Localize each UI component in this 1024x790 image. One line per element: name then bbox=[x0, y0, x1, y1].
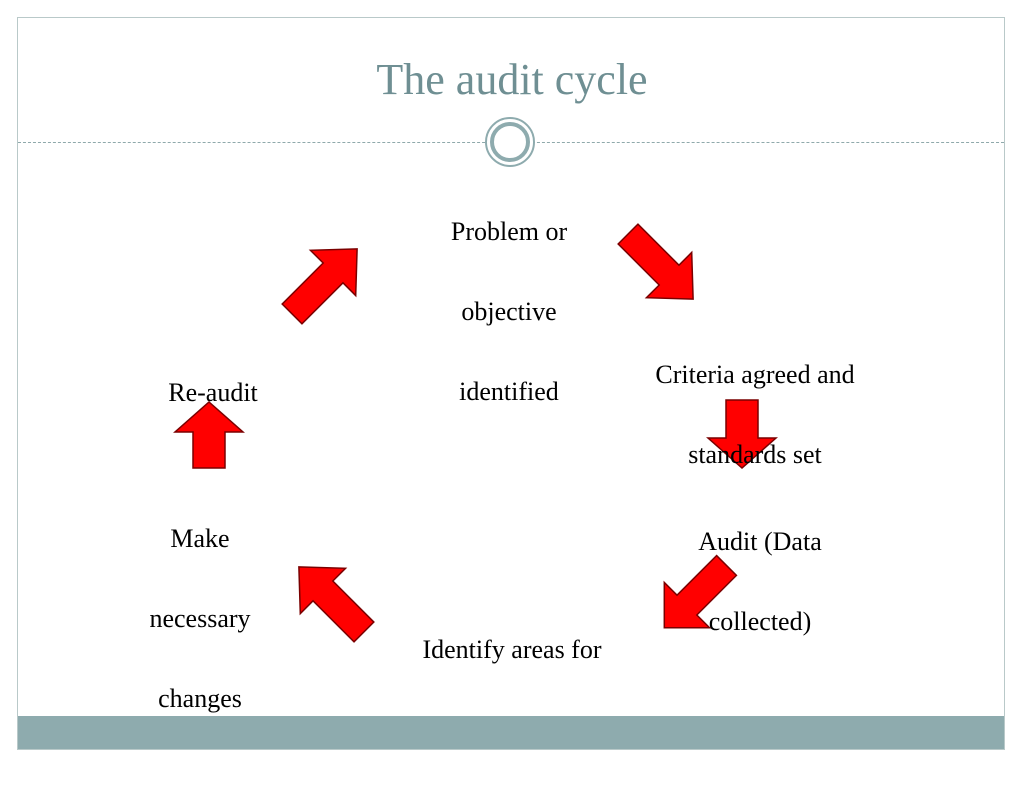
step-identify-line-1: Identify areas for bbox=[422, 635, 602, 664]
circle-ornament-icon bbox=[485, 117, 535, 167]
step-reaudit-line-1: Re-audit bbox=[168, 378, 258, 407]
step-reaudit: Re-audit bbox=[130, 333, 296, 453]
step-criteria-line-1: Criteria agreed and bbox=[655, 360, 855, 389]
step-audit: Audit (Data collected) bbox=[640, 482, 880, 682]
arrow-criteria-to-audit bbox=[706, 399, 778, 470]
step-changes-line-3: changes bbox=[158, 684, 242, 713]
step-criteria: Criteria agreed and standards set bbox=[610, 315, 900, 515]
cycle-arrows bbox=[173, 223, 778, 643]
footer-band bbox=[18, 716, 1004, 749]
arrow-reaudit-to-problem bbox=[281, 248, 358, 325]
step-changes-line-1: Make bbox=[170, 524, 230, 553]
arrow-changes-to-reaudit bbox=[173, 400, 245, 469]
step-problem-line-3: identified bbox=[459, 377, 559, 406]
step-problem-line-2: objective bbox=[461, 297, 557, 326]
step-changes: Make necessary changes bbox=[112, 479, 288, 759]
step-criteria-line-2: standards set bbox=[688, 440, 822, 469]
arrow-audit-to-identify bbox=[663, 554, 738, 629]
step-audit-line-1: Audit (Data bbox=[698, 527, 822, 556]
step-problem: Problem or objective identified bbox=[398, 172, 620, 452]
slide-title: The audit cycle bbox=[376, 55, 648, 104]
arrow-identify-to-changes bbox=[298, 566, 375, 643]
step-identify: Identify areas for improvement bbox=[376, 590, 648, 790]
step-audit-line-2: collected) bbox=[708, 607, 812, 636]
arrow-problem-to-criteria bbox=[617, 223, 694, 300]
step-changes-line-2: necessary bbox=[149, 604, 251, 633]
step-problem-line-1: Problem or bbox=[450, 217, 568, 246]
